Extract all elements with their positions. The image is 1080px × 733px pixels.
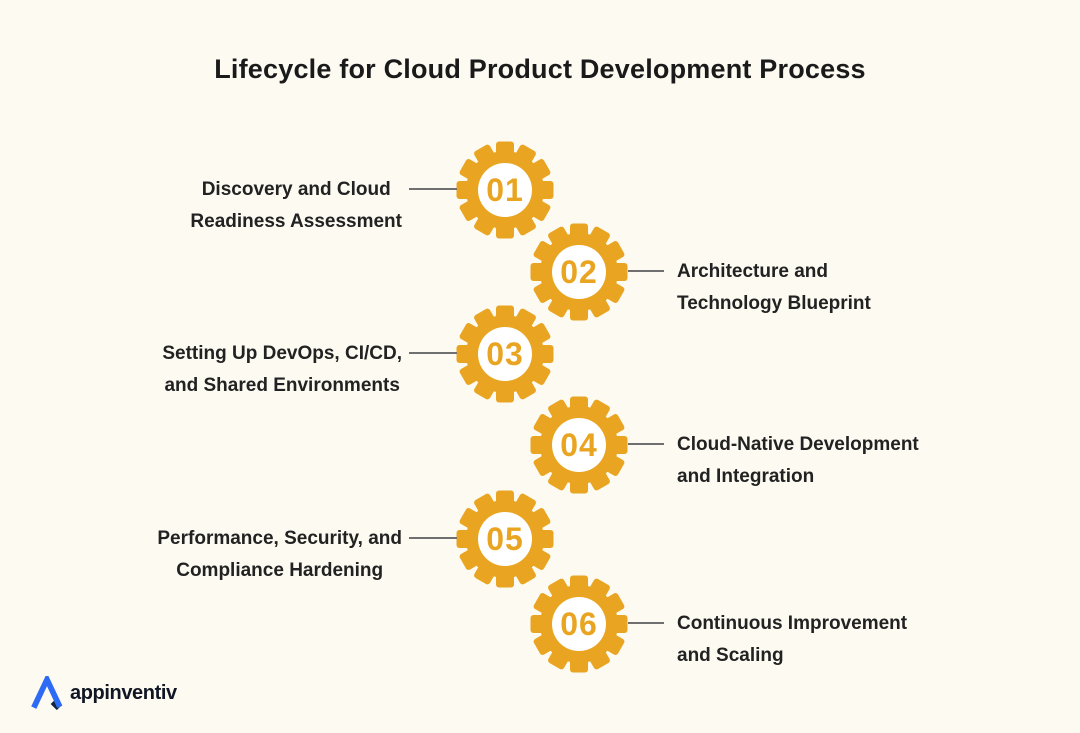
step-label-line: and Shared Environments	[164, 375, 400, 396]
gear-icon	[456, 141, 554, 239]
connector-line	[628, 622, 664, 624]
step-label-line: Readiness Assessment	[190, 211, 402, 232]
step-label-line: Setting Up DevOps, CI/CD,	[162, 343, 402, 364]
step-label-line: and Integration	[677, 466, 815, 487]
step-label-line: Cloud-Native Development	[677, 434, 919, 455]
page-title: Lifecycle for Cloud Product Development …	[214, 54, 866, 84]
step-label-line: Compliance Hardening	[176, 560, 384, 581]
step-label-line: Continuous Improvement	[677, 613, 908, 634]
step-label-line: Discovery and Cloud	[201, 179, 391, 200]
connector-line	[409, 352, 457, 354]
step-label: Setting Up DevOps, CI/CD, and Shared Env…	[162, 338, 402, 402]
step-number: 01	[486, 171, 524, 208]
gear-icon	[530, 575, 628, 673]
step-number: 06	[560, 605, 598, 642]
gear-icon	[530, 396, 628, 494]
step-label-line: Architecture and	[677, 261, 828, 282]
connector-line	[628, 270, 664, 272]
step-number: 04	[560, 426, 598, 463]
step-number: 02	[560, 253, 598, 290]
step-label: Architecture and Technology Blueprint	[677, 256, 871, 320]
step-label: Continuous Improvement and Scaling	[677, 608, 907, 672]
step-label: Discovery and Cloud Readiness Assessment	[190, 174, 402, 238]
brand-logo: appinventiv	[30, 676, 177, 710]
step-label-line: Technology Blueprint	[677, 293, 871, 314]
gear-icon	[530, 223, 628, 321]
gear-icon	[456, 305, 554, 403]
step-label: Performance, Security, and Compliance Ha…	[157, 523, 402, 587]
step-number: 03	[486, 335, 524, 372]
step-label-line: Performance, Security, and	[157, 528, 402, 549]
step-label-line: and Scaling	[677, 645, 784, 666]
gear-icon	[456, 490, 554, 588]
brand-logo-text: appinventiv	[70, 681, 177, 704]
connector-line	[409, 188, 457, 190]
appinventiv-triangle-icon	[31, 676, 63, 710]
connector-line	[628, 443, 664, 445]
connector-line	[409, 537, 457, 539]
step-number: 05	[486, 520, 524, 557]
step-label: Cloud-Native Development and Integration	[677, 429, 919, 493]
